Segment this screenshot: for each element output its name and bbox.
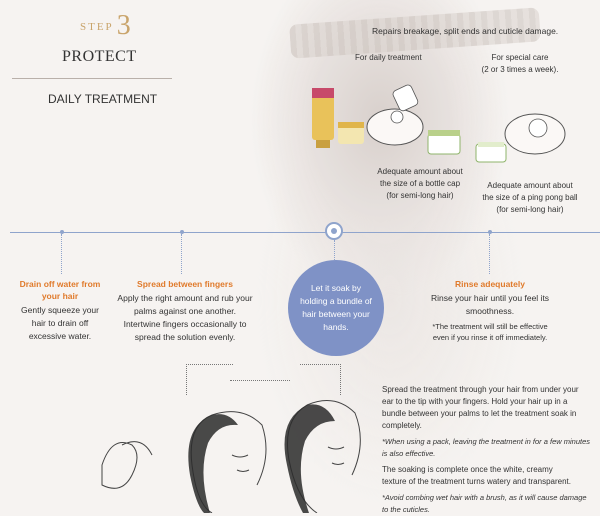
hair-care-illustrations (101, 400, 361, 513)
page-title: PROTECT (62, 48, 137, 65)
daily-treatment-label: For daily treatment (355, 53, 422, 62)
mask-jar-icon (427, 130, 461, 155)
detail-para-1: Spread the treatment through your hair f… (382, 385, 579, 430)
detail-note-1: *When using a pack, leaving the treatmen… (382, 437, 591, 458)
timeline-line (10, 232, 600, 233)
timeline-connector-3 (334, 240, 336, 260)
step-spread-fingers: Spread between fingers Apply the right a… (110, 278, 260, 344)
timeline-dot-2 (180, 230, 184, 234)
mask-jar-open-icon (475, 142, 507, 163)
detail-note-2: *Avoid combing wet hair with a brush, as… (382, 493, 587, 514)
bracket-right (300, 364, 341, 395)
detail-para-2: The soaking is complete once the white, … (382, 465, 571, 486)
timeline-dot-4 (488, 230, 492, 234)
bracket-left-top (230, 380, 290, 395)
palm-with-large-cream-icon (504, 113, 566, 155)
benefit-headline: Repairs breakage, split ends and cuticle… (372, 26, 559, 36)
product-illustrations (312, 84, 566, 163)
timeline-active-marker (325, 222, 343, 240)
timeline-dot-1 (60, 230, 64, 234)
step-spread-title: Spread between fingers (137, 279, 233, 289)
step-rinse: Rinse adequately Rinse your hair until y… (405, 278, 575, 343)
hands-rubbing-icon (101, 441, 153, 489)
background-model-photo (150, 0, 600, 513)
palm-with-cream-icon (366, 84, 424, 146)
bracket-left (186, 364, 233, 395)
timeline-connector-4 (489, 234, 491, 274)
treatment-jar-icon (338, 122, 364, 144)
title-divider (12, 78, 172, 79)
step-number: 3 (116, 10, 131, 41)
timeline-connector-1 (61, 234, 63, 274)
treatment-tube-icon (312, 88, 334, 148)
special-care-label: For special care(2 or 3 times a week). (481, 53, 559, 74)
step-rinse-title: Rinse adequately (455, 279, 525, 289)
detail-instructions: Spread the treatment through your hair f… (382, 384, 597, 516)
page-subtitle: DAILY TREATMENT (48, 92, 158, 106)
timeline-connector-2 (181, 234, 183, 274)
